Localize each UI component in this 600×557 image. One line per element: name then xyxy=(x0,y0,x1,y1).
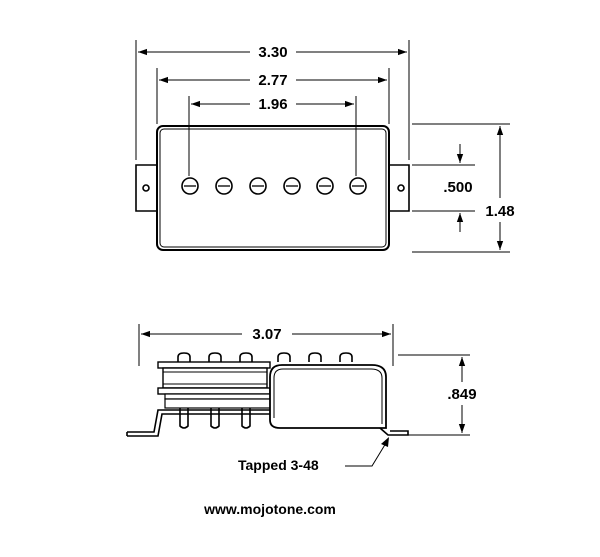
bobbin-top-flange xyxy=(157,361,271,369)
dim-mount-tab-height-label: .500 xyxy=(443,179,472,196)
dim-height: .849 xyxy=(398,354,477,436)
baseplate-spacer xyxy=(164,398,272,409)
pole-piece xyxy=(249,177,267,195)
mounting-hole-left xyxy=(142,184,150,192)
mounting-hole-right xyxy=(397,184,405,192)
top-view: 3.30 2.77 1.96 .500 xyxy=(135,40,515,253)
pole-pieces xyxy=(181,177,367,195)
dim-pole-spacing: 1.96 xyxy=(188,96,357,176)
dim-overall-length: 3.30 xyxy=(135,40,410,160)
dim-overall-width-label: 1.48 xyxy=(485,203,514,220)
tapped-note-label: Tapped 3-48 xyxy=(238,457,319,473)
bobbin-bottom-flange xyxy=(157,387,271,395)
magnet-bar xyxy=(164,393,272,400)
dim-overall-width: 1.48 xyxy=(412,123,515,253)
pole-piece xyxy=(349,177,367,195)
dim-overall-length-label: 3.30 xyxy=(258,44,287,61)
cover-side xyxy=(269,364,387,429)
website-text: www.mojotone.com xyxy=(203,501,336,517)
dim-mount-tab-height: .500 xyxy=(412,144,475,232)
screw-heads xyxy=(177,352,353,362)
pole-piece xyxy=(215,177,233,195)
bobbin-coil xyxy=(162,367,268,389)
base-plate xyxy=(127,409,270,437)
dim-cover-length: 2.77 xyxy=(156,68,390,124)
pickup-cover-inner xyxy=(159,128,387,248)
dim-base-length: 3.07 xyxy=(138,324,394,366)
pickup-cover xyxy=(156,125,390,251)
dim-base-length-label: 3.07 xyxy=(252,326,281,343)
dim-height-label: .849 xyxy=(447,386,476,403)
dim-pole-spacing-label: 1.96 xyxy=(258,96,287,113)
pole-shafts xyxy=(179,408,251,429)
dim-cover-length-label: 2.77 xyxy=(258,72,287,89)
pole-piece xyxy=(181,177,199,195)
side-view: 3.07 .849 xyxy=(126,324,477,473)
tapped-note: Tapped 3-48 xyxy=(238,437,389,473)
right-mount-ear xyxy=(379,427,409,436)
pole-piece xyxy=(283,177,301,195)
pole-piece xyxy=(316,177,334,195)
